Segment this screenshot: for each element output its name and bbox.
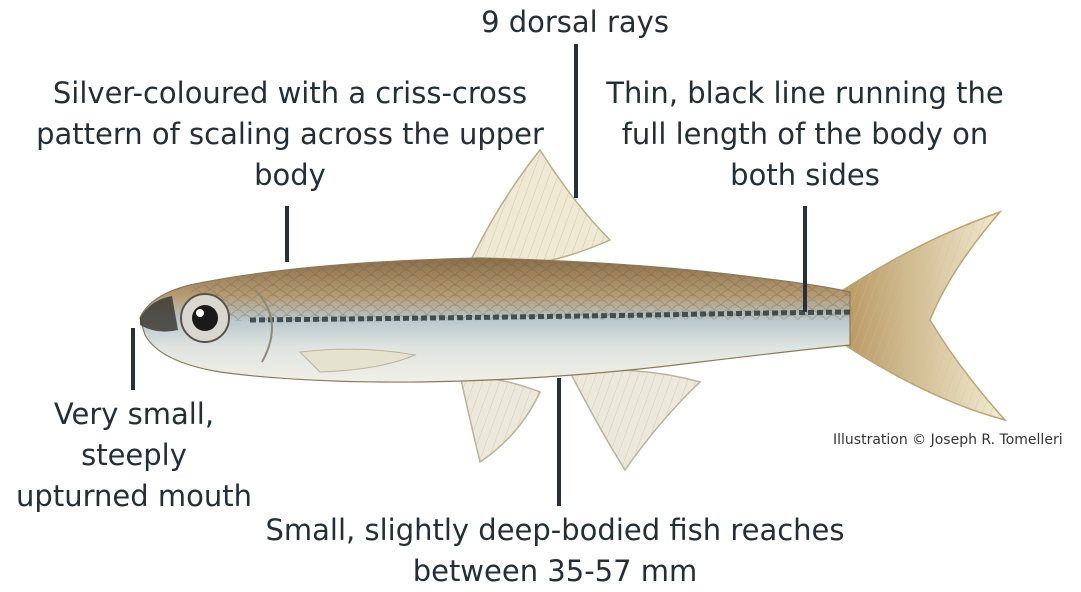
leader-mouth (131, 328, 135, 390)
pelvic-fin (460, 375, 540, 462)
leader-size (557, 378, 561, 506)
leader-line (803, 206, 807, 312)
label-size: Small, slightly deep-bodied fish reaches… (250, 510, 860, 592)
leader-scaling (285, 206, 289, 262)
label-dorsal-rays: 9 dorsal rays (445, 2, 705, 43)
illustration-credit: Illustration © Joseph R. Tomelleri (833, 432, 1063, 448)
leader-dorsal (574, 44, 578, 198)
label-lateral-line: Thin, black line running the full length… (600, 73, 1010, 196)
anal-fin (570, 370, 700, 470)
fish-body (140, 258, 850, 382)
label-scaling: Silver-coloured with a criss-cross patte… (30, 73, 550, 196)
label-mouth: Very small, steeply upturned mouth (0, 394, 268, 517)
caudal-fin (840, 212, 1005, 420)
